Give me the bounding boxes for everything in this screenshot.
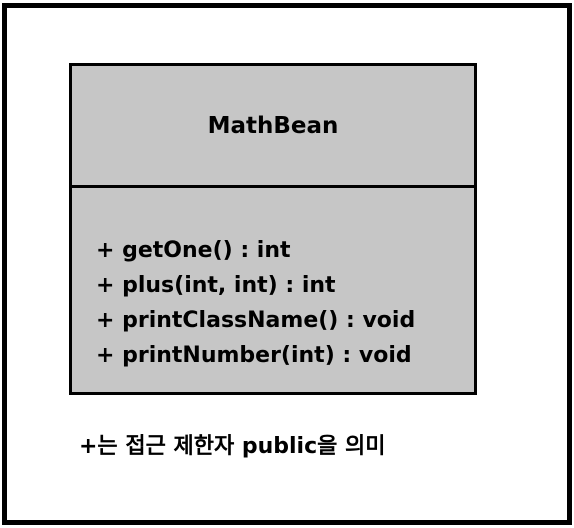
access-modifier-note: +는 접근 제한자 public을 의미 bbox=[79, 434, 386, 459]
method-print-number: + printNumber(int) : void bbox=[96, 343, 412, 368]
methods-section: + getOne() : int + plus(int, int) : int … bbox=[72, 188, 474, 373]
uml-class-box: MathBean + getOne() : int + plus(int, in… bbox=[69, 63, 477, 395]
method-get-one: + getOne() : int bbox=[96, 238, 291, 263]
class-name-section: MathBean bbox=[72, 66, 474, 188]
method-print-class-name: + printClassName() : void bbox=[96, 308, 416, 333]
class-name: MathBean bbox=[207, 112, 339, 139]
method-plus: + plus(int, int) : int bbox=[96, 273, 336, 298]
